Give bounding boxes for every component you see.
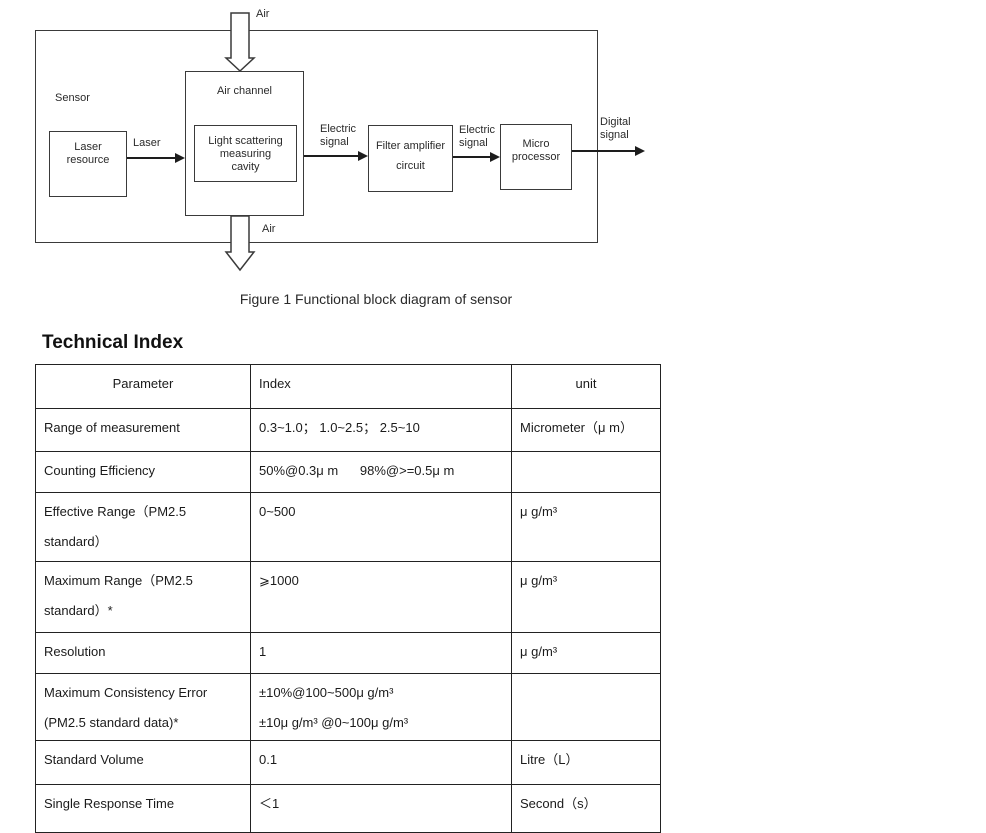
air-outlet-label: Air xyxy=(262,223,276,235)
cell-parameter: Standard Volume xyxy=(35,740,251,785)
table-row: Maximum Consistency Error (PM2.5 standar… xyxy=(35,673,661,741)
micro-processor-label-line1: Micro xyxy=(522,138,550,150)
table-row: Standard Volume 0.1 Litre（L） xyxy=(35,740,661,785)
filter-amplifier-label-line1: Filter amplifier xyxy=(375,140,446,152)
digital-signal-label: Digital signal xyxy=(600,116,631,142)
cell-unit: Micrometer（μ m） xyxy=(511,408,661,452)
cell-parameter: Counting Efficiency xyxy=(35,451,251,493)
digital-signal-line1: Digital xyxy=(600,116,631,128)
technical-index-table: Parameter Index unit Range of measuremen… xyxy=(35,364,661,833)
filter-amplifier-box: Filter amplifier circuit xyxy=(368,125,453,192)
cell-unit: μ g/m³ xyxy=(511,492,661,562)
cell-parameter: Effective Range（PM2.5 standard） xyxy=(35,492,251,562)
light-scattering-box: Light scattering measuring cavity xyxy=(194,125,297,182)
electric-signal-2-label: Electric signal xyxy=(459,124,495,150)
header-parameter: Parameter xyxy=(35,364,251,409)
electric-signal-2-line2: signal xyxy=(459,137,488,149)
micro-processor-label-line2: processor xyxy=(511,151,561,163)
header-unit: unit xyxy=(511,364,661,409)
cell-unit xyxy=(511,673,661,741)
cell-parameter: Range of measurement xyxy=(35,408,251,452)
table-row: Resolution 1 μ g/m³ xyxy=(35,632,661,674)
cell-index: ＜1 xyxy=(250,784,512,833)
cell-parameter: Resolution xyxy=(35,632,251,674)
cell-parameter: Single Response Time xyxy=(35,784,251,833)
figure-caption: Figure 1 Functional block diagram of sen… xyxy=(239,291,513,307)
electric-signal-2-line1: Electric xyxy=(459,124,496,136)
cell-index: ⩾1000 xyxy=(250,561,512,633)
table-row: Effective Range（PM2.5 standard） 0~500 μ … xyxy=(35,492,661,562)
cell-index: 0~500 xyxy=(250,492,512,562)
cell-unit: Litre（L） xyxy=(511,740,661,785)
laser-resource-box: Laser resource xyxy=(49,131,127,197)
sensor-outer-box xyxy=(35,30,598,243)
cell-parameter: Maximum Range（PM2.5 standard）* xyxy=(35,561,251,633)
laser-arrow-label: Laser xyxy=(133,137,161,149)
cell-unit: μ g/m³ xyxy=(511,561,661,633)
table-row: Counting Efficiency 50%@0.3μ m 98%@>=0.5… xyxy=(35,451,661,493)
cell-unit xyxy=(511,451,661,493)
air-inlet-label: Air xyxy=(256,8,270,20)
light-scattering-label-line2: measuring xyxy=(219,148,272,160)
air-channel-label: Air channel xyxy=(216,85,273,97)
table-header-row: Parameter Index unit xyxy=(35,364,661,409)
filter-amplifier-label-line2: circuit xyxy=(396,160,425,172)
cell-index: 0.1 xyxy=(250,740,512,785)
table-row: Single Response Time ＜1 Second（s） xyxy=(35,784,661,833)
cell-index: 50%@0.3μ m 98%@>=0.5μ m xyxy=(250,451,512,493)
cell-unit: Second（s） xyxy=(511,784,661,833)
digital-signal-arrowhead-icon xyxy=(635,146,645,156)
cell-index: ±10%@100~500μ g/m³ ±10μ g/m³ @0~100μ g/m… xyxy=(250,673,512,741)
table-row: Maximum Range（PM2.5 standard）* ⩾1000 μ g… xyxy=(35,561,661,633)
electric-signal-1-line2: signal xyxy=(320,136,349,148)
table-row: Range of measurement 0.3~1.0； 1.0~2.5； 2… xyxy=(35,408,661,452)
cell-index: 1 xyxy=(250,632,512,674)
micro-processor-box: Micro processor xyxy=(500,124,572,190)
electric-signal-1-label: Electric signal xyxy=(320,123,356,149)
section-title: Technical Index xyxy=(42,332,184,353)
laser-resource-label-line1: Laser xyxy=(74,141,102,153)
cell-unit: μ g/m³ xyxy=(511,632,661,674)
electric-signal-1-line1: Electric xyxy=(320,123,357,135)
cell-index: 0.3~1.0； 1.0~2.5； 2.5~10 xyxy=(250,408,512,452)
functional-block-diagram: Sensor Laser resource Air channel Light … xyxy=(0,0,986,290)
header-index: Index xyxy=(250,364,512,409)
digital-signal-line2: signal xyxy=(600,129,629,141)
laser-resource-label-line2: resource xyxy=(66,154,110,166)
cell-parameter: Maximum Consistency Error (PM2.5 standar… xyxy=(35,673,251,741)
light-scattering-label-line3: cavity xyxy=(231,161,260,173)
sensor-label: Sensor xyxy=(55,92,90,104)
light-scattering-label-line1: Light scattering xyxy=(208,135,283,147)
